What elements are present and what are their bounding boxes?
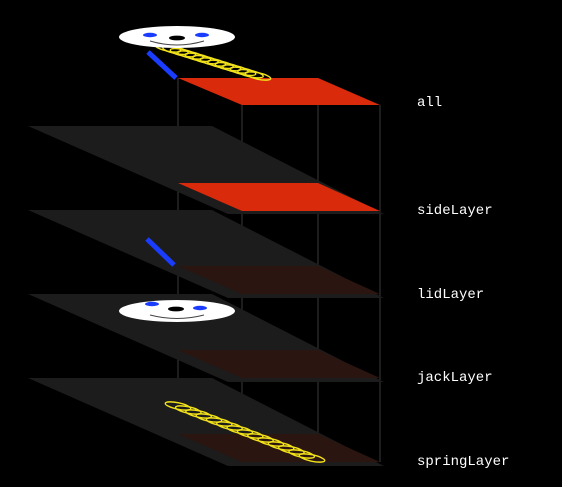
spring-coil (164, 401, 326, 463)
layer-side: sideLayer (28, 126, 493, 219)
all-lid-bar (146, 50, 178, 80)
layer-lid: lidLayer (28, 210, 484, 303)
layer-label-spring: springLayer (417, 454, 509, 470)
layer-label-jack: jackLayer (417, 370, 493, 386)
all-spring-coil (154, 43, 272, 81)
lid-bar (145, 237, 176, 267)
spring-coil-loop (298, 453, 326, 463)
layer-jack: jackLayer (28, 294, 493, 386)
all-jack-face (119, 26, 235, 48)
lid-ghost-panel (178, 266, 380, 294)
jack-ghost-panel (178, 350, 380, 378)
side-panel (178, 183, 380, 211)
layer-label-side: sideLayer (417, 203, 493, 219)
spring-coil-loop (244, 71, 272, 81)
all-side-panel (178, 78, 380, 105)
jack-face (119, 300, 235, 322)
layer-all: all (119, 26, 442, 111)
layer-spring: springLayer (28, 378, 509, 470)
layer-label-all: all (417, 95, 442, 111)
layer-label-lid: lidLayer (417, 287, 484, 303)
